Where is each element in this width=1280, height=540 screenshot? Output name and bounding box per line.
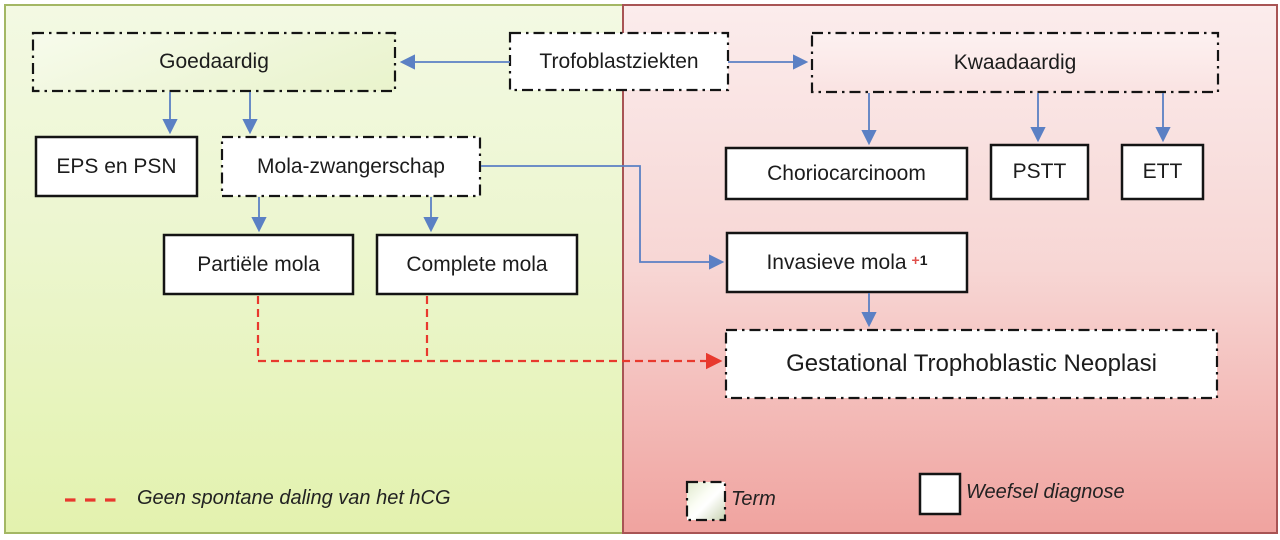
node-ett-label: ETT: [1142, 160, 1183, 184]
legend-tissue-label: Weefsel diagnose: [966, 481, 1125, 503]
node-mola-zwangerschap-label: Mola-zwangerschap: [257, 154, 445, 178]
node-goedaardig-label: Goedaardig: [159, 50, 269, 74]
node-goedaardig: Goedaardig: [33, 33, 395, 91]
node-trofoblastziekten: Trofoblastziekten: [510, 33, 728, 90]
node-complete-mola: Complete mola: [377, 235, 577, 294]
node-gtn-label: Gestational Trophoblastic Neoplasi: [786, 349, 1157, 377]
node-eps-en-psn: EPS en PSN: [36, 137, 197, 196]
node-invasieve-mola-label: Invasieve mola: [766, 250, 907, 274]
legend-term-swatch: [687, 482, 725, 520]
node-trofoblastziekten-label: Trofoblastziekten: [539, 49, 699, 73]
node-invasieve-mola: Invasieve mola+1: [727, 233, 967, 292]
node-partiele-mola-label: Partiële mola: [197, 252, 320, 276]
node-partiele-mola: Partiële mola: [164, 235, 353, 294]
invasieve-mola-footnote: +1: [911, 251, 928, 268]
legend-term-label: Term: [731, 488, 776, 510]
legend-tissue-swatch: [920, 474, 960, 514]
node-pstt-label: PSTT: [1012, 160, 1067, 184]
node-kwaadaardig-label: Kwaadaardig: [953, 50, 1077, 74]
node-ett: ETT: [1122, 145, 1203, 199]
node-gestational-trophoblastic-neoplasi: Gestational Trophoblastic Neoplasi: [726, 330, 1217, 398]
node-eps-en-psn-label: EPS en PSN: [56, 154, 177, 178]
legend-red-dashed-label: Geen spontane daling van het hCG: [137, 487, 451, 509]
node-kwaadaardig: Kwaadaardig: [812, 33, 1218, 92]
node-complete-mola-label: Complete mola: [406, 252, 548, 276]
node-mola-zwangerschap: Mola-zwangerschap: [222, 137, 480, 196]
node-choriocarcinoom-label: Choriocarcinoom: [767, 161, 926, 185]
node-choriocarcinoom: Choriocarcinoom: [726, 148, 967, 199]
node-pstt: PSTT: [991, 145, 1088, 199]
